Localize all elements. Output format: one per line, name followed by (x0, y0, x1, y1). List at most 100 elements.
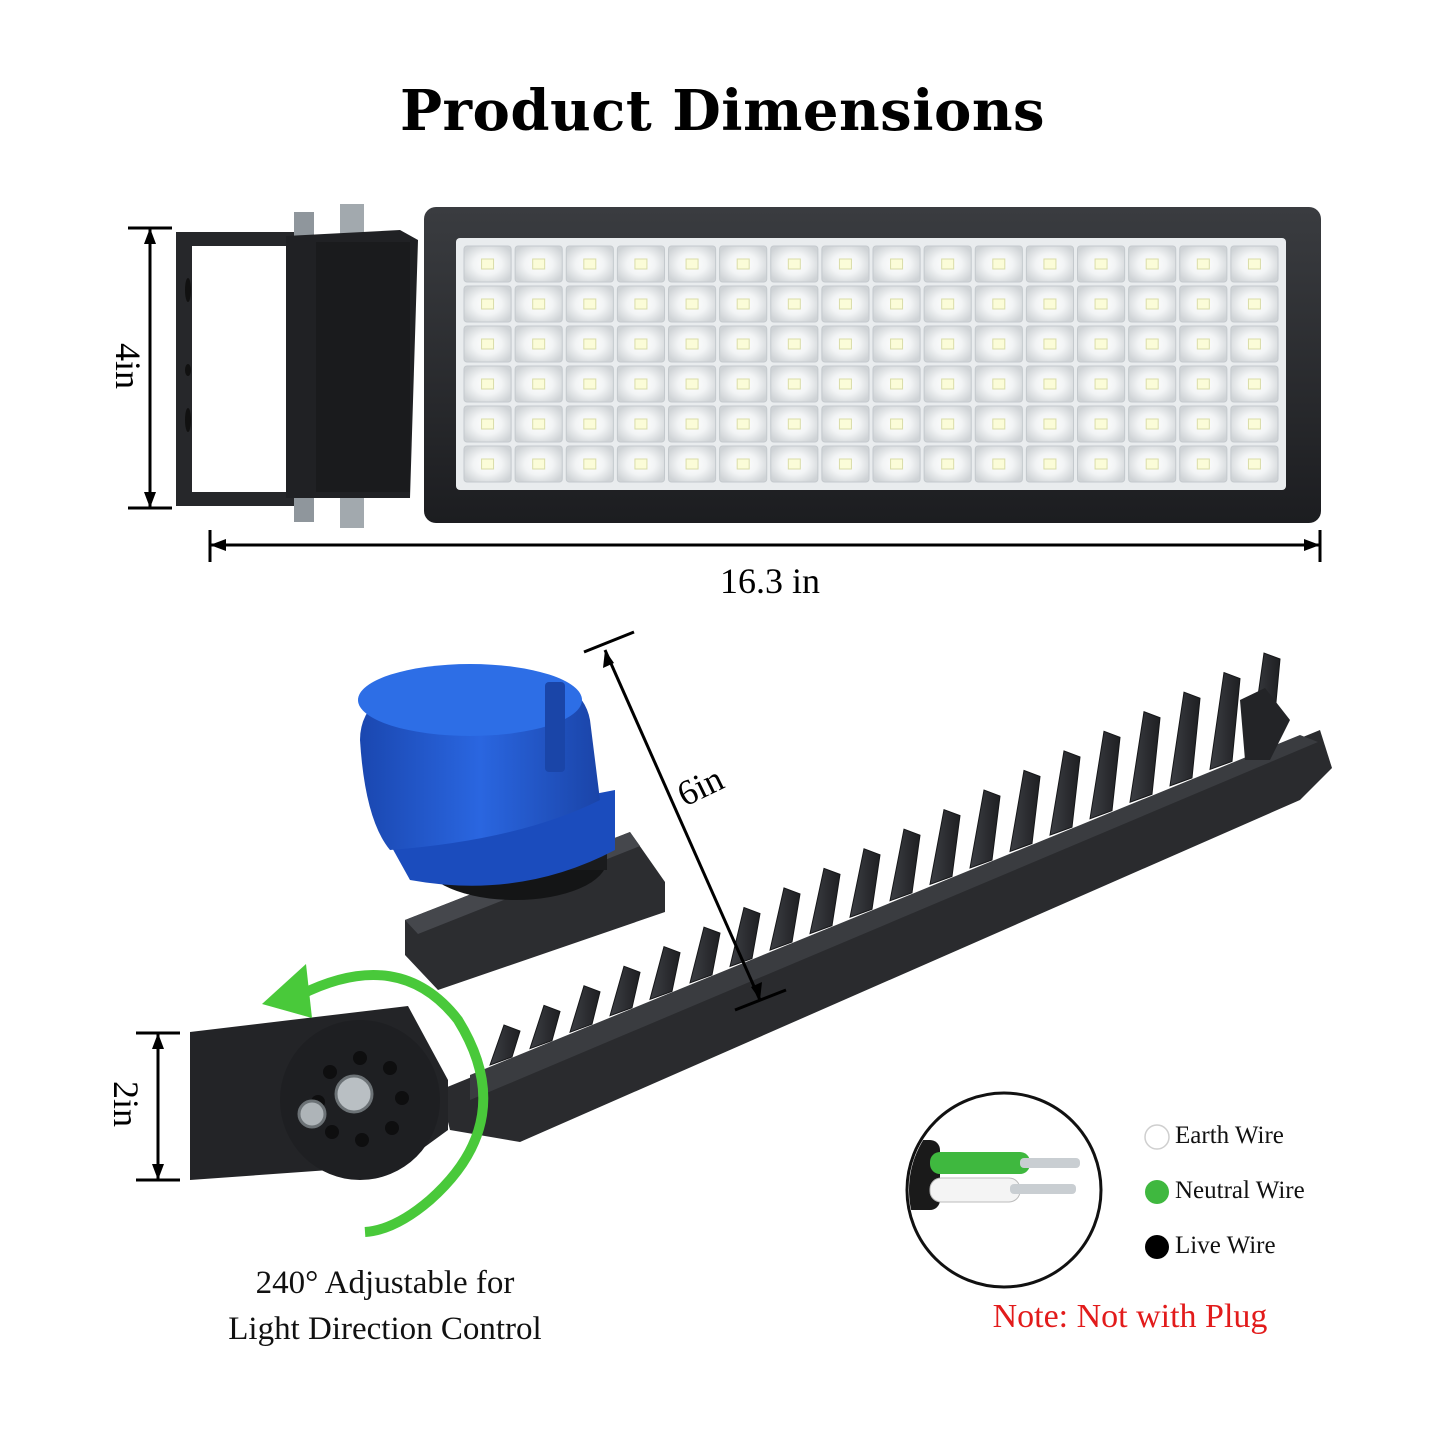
neutral-wire-label: Neutral Wire (1175, 1177, 1305, 1204)
led-chip (1247, 378, 1261, 390)
led-chip (992, 258, 1006, 270)
side-housing (440, 730, 1332, 1142)
led-chip (787, 418, 801, 430)
side-height-dimension-line (583, 630, 787, 1012)
heat-sink-fin (1089, 730, 1121, 820)
led-chip (941, 418, 955, 430)
led-chip (890, 458, 904, 470)
led-chip (532, 258, 546, 270)
led-chip (634, 338, 648, 350)
heat-sink-fin (649, 946, 681, 1001)
led-chip (1196, 378, 1210, 390)
led-chip (583, 298, 597, 310)
heat-sink-fin (609, 965, 641, 1017)
heat-sink-fins (489, 652, 1281, 1066)
side-view (190, 652, 1332, 1180)
led-chip (1145, 258, 1159, 270)
led-chip (583, 378, 597, 390)
led-chip (890, 338, 904, 350)
led-chip (736, 258, 750, 270)
led-chip (1094, 418, 1108, 430)
led-chip (992, 298, 1006, 310)
led-chip (1247, 258, 1261, 270)
led-chip (787, 378, 801, 390)
led-chip (634, 458, 648, 470)
heat-sink-fin (729, 906, 761, 968)
led-chip (736, 418, 750, 430)
led-chip (634, 378, 648, 390)
led-chip (685, 378, 699, 390)
led-chip (1196, 298, 1210, 310)
led-chip (481, 418, 495, 430)
led-chip (1145, 458, 1159, 470)
heat-sink-fin (529, 1004, 561, 1050)
led-chip (736, 338, 750, 350)
led-chip (736, 298, 750, 310)
led-chip (787, 458, 801, 470)
led-chip (1145, 298, 1159, 310)
led-chip (481, 298, 495, 310)
heat-sink-fin (1009, 769, 1041, 853)
led-chip (1247, 458, 1261, 470)
led-chip (583, 458, 597, 470)
led-chip (1043, 298, 1057, 310)
led-chip (992, 378, 1006, 390)
led-chip (890, 378, 904, 390)
led-chip (1043, 338, 1057, 350)
led-chip (941, 378, 955, 390)
led-grid (463, 245, 1279, 483)
led-chip (685, 458, 699, 470)
heat-sink-fin (489, 1024, 521, 1066)
led-chip (634, 298, 648, 310)
page-title: Product Dimensions (399, 78, 1046, 144)
heat-sink-fin (809, 867, 841, 935)
heat-sink-fin (569, 985, 601, 1033)
earth-wire-label: Earth Wire (1175, 1122, 1284, 1149)
led-chip (532, 458, 546, 470)
heat-sink-fin (769, 887, 801, 951)
led-chip (1145, 338, 1159, 350)
live-wire-label: Live Wire (1175, 1232, 1276, 1259)
heat-sink-fin (1169, 691, 1201, 787)
led-chip (1094, 458, 1108, 470)
led-chip (583, 338, 597, 350)
top-view (176, 204, 1321, 528)
led-chip (1145, 378, 1159, 390)
heat-sink-fin (969, 789, 1001, 869)
led-chip (634, 258, 648, 270)
led-chip (1043, 378, 1057, 390)
plug-note: Note: Not with Plug (992, 1298, 1268, 1335)
led-chip (583, 258, 597, 270)
led-chip (1247, 298, 1261, 310)
led-chip (1196, 258, 1210, 270)
height-label-top: 4in (108, 342, 148, 389)
live-wire-dot (1145, 1235, 1169, 1259)
led-chip (481, 338, 495, 350)
led-chip (941, 458, 955, 470)
led-chip (481, 458, 495, 470)
led-chip (736, 378, 750, 390)
led-chip (583, 418, 597, 430)
led-chip (736, 458, 750, 470)
led-chip (838, 418, 852, 430)
led-chip (1094, 298, 1108, 310)
adjustable-caption: 240° Adjustable for Light Direction Cont… (170, 1260, 600, 1352)
led-chip (532, 338, 546, 350)
heat-sink-fin (1049, 750, 1081, 836)
wire-detail-circle (905, 1091, 1103, 1289)
length-dimension-line (208, 530, 1322, 562)
caption-line-1: 240° Adjustable for (255, 1265, 515, 1301)
heat-sink-fin (889, 828, 921, 902)
heat-sink-fin (849, 848, 881, 918)
u-bracket (176, 232, 300, 506)
led-chip (685, 418, 699, 430)
led-chip (685, 298, 699, 310)
led-chip (941, 258, 955, 270)
led-chip (532, 378, 546, 390)
led-chip (1196, 418, 1210, 430)
heat-sink-fin (929, 808, 961, 886)
led-chip (890, 258, 904, 270)
led-chip (941, 298, 955, 310)
led-chip (532, 298, 546, 310)
